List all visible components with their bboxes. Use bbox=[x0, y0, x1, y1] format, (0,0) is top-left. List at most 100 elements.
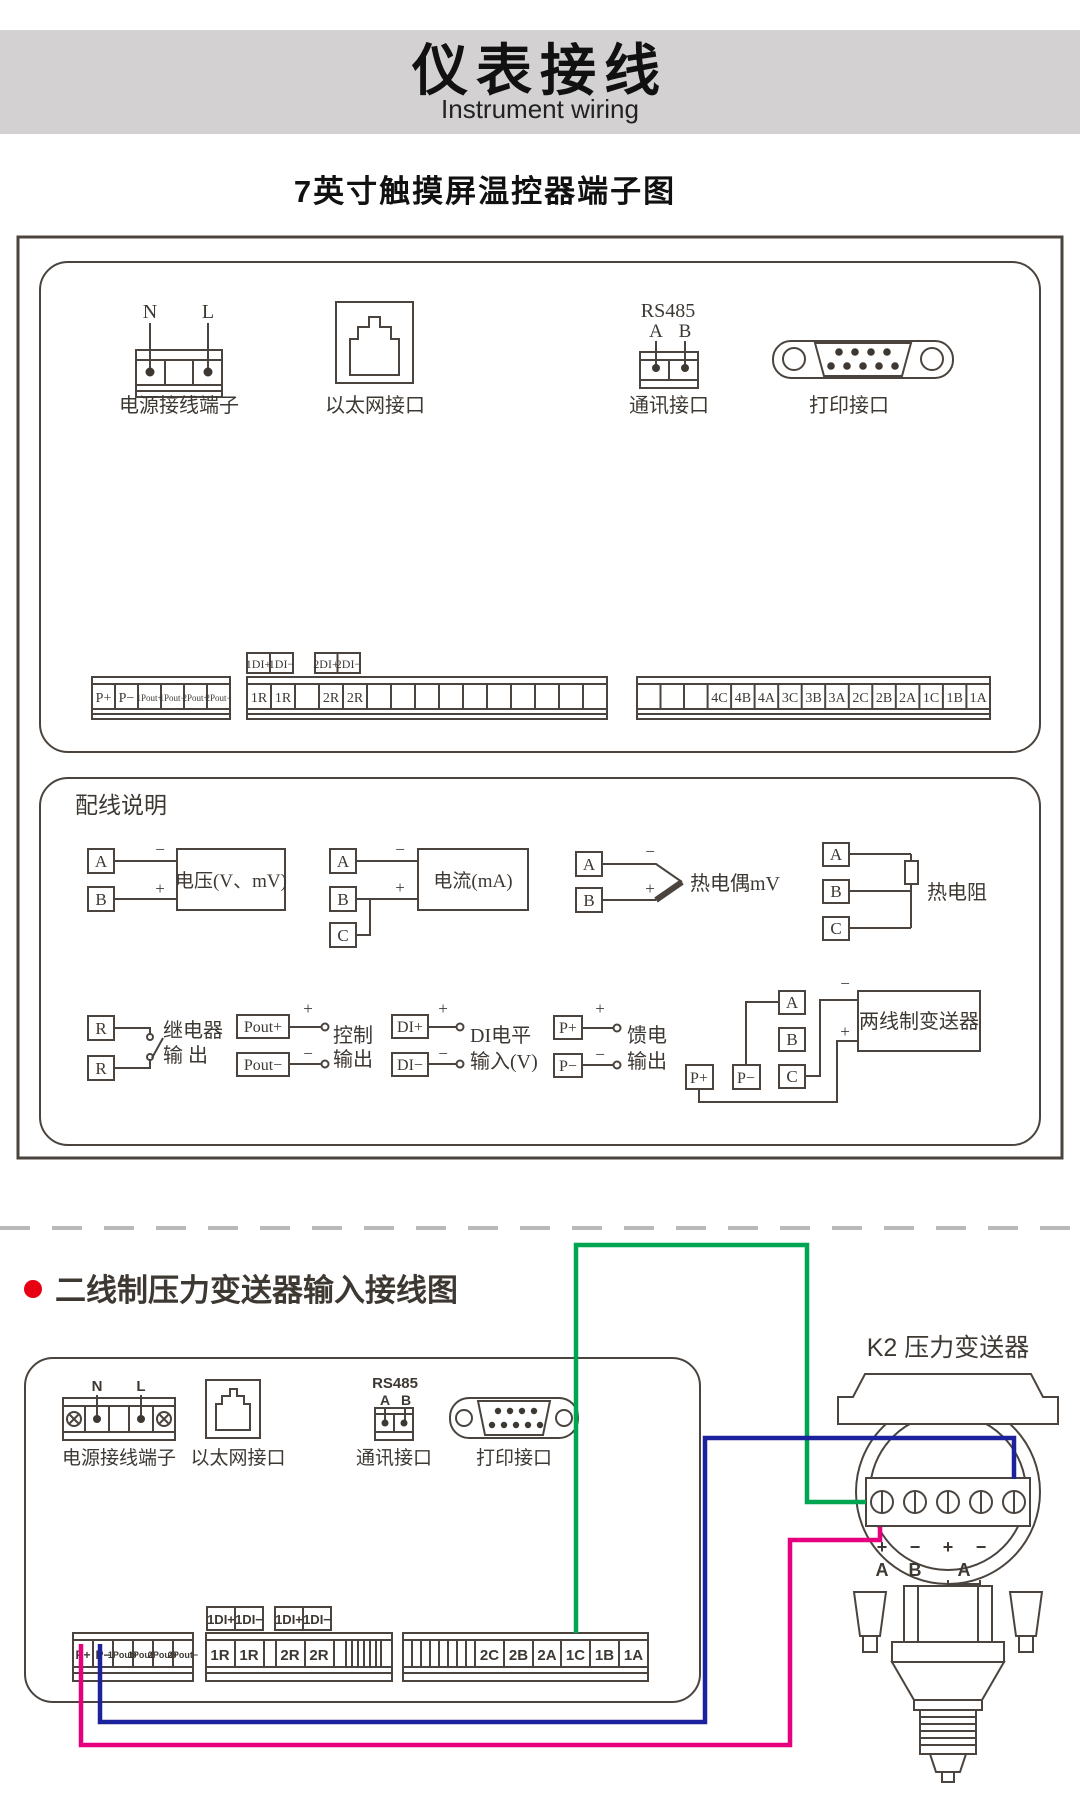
power-pin-l-label: L bbox=[202, 301, 214, 323]
device-label: DI电平 bbox=[470, 1024, 531, 1047]
terminal-box-label: C bbox=[830, 919, 841, 938]
rs485-comm-icon: RS485 A B 通讯接口 bbox=[629, 300, 709, 417]
section2-heading: 二线制压力变送器输入接线图 bbox=[24, 1273, 458, 1308]
transmitter-pin-name: B bbox=[909, 1560, 922, 1580]
terminal-label: 4B bbox=[735, 691, 751, 706]
device-label: 输 出 bbox=[163, 1044, 208, 1067]
di-label: 1DI− bbox=[235, 1612, 263, 1627]
sign: − bbox=[438, 1044, 448, 1063]
terminal-label: 2R bbox=[280, 1647, 299, 1664]
terminal-strip-inputs-top: 4C 4B 4A 3C 3B 3A 2C 2B 2A 1C 1B 1A bbox=[636, 676, 991, 720]
terminal-box-label: P+ bbox=[559, 1020, 577, 1037]
device-label: 热电偶mV bbox=[690, 872, 781, 895]
terminal-box-label: R bbox=[95, 1019, 107, 1038]
terminal-label: P− bbox=[119, 691, 135, 706]
wiring-di-group: DI+ DI− + − DI电平 输入(V) bbox=[391, 999, 538, 1077]
power-caption: 电源接线端子 bbox=[62, 1447, 176, 1469]
terminal-box-label: A bbox=[830, 845, 843, 864]
banner-subtitle: Instrument wiring bbox=[441, 94, 639, 124]
terminal-strip-inputs-bottom: 2C 2B 2A 1C 1B 1A bbox=[402, 1632, 649, 1682]
di-label-boxes-top: 1DI+ 1DI− 2DI+ 2DI− bbox=[246, 652, 361, 674]
wiring-voltage-group: A B − + 电压(V、mV) bbox=[87, 840, 287, 912]
wiring-control-group: Pout+ Pout− + − 控制 输出 bbox=[236, 999, 373, 1077]
section2-title: 二线制压力变送器输入接线图 bbox=[55, 1273, 458, 1308]
page-banner: 仪表接线 Instrument wiring bbox=[0, 30, 1080, 134]
transmitter-title: K2 压力变送器 bbox=[867, 1334, 1030, 1362]
terminal-strip-relay-top: 1R 1R 2R 2R bbox=[246, 676, 608, 720]
terminal-label: 1C bbox=[923, 691, 939, 706]
terminal-box-label: Pout− bbox=[244, 1057, 282, 1074]
sign: − bbox=[303, 1044, 313, 1063]
terminal-label: 1C bbox=[566, 1647, 585, 1664]
device-label: 继电器 bbox=[163, 1019, 223, 1042]
transmitter-pin-name: A bbox=[958, 1560, 971, 1580]
terminal-box-label: B bbox=[786, 1030, 797, 1049]
ethernet-icon-bottom: 以太网接口 bbox=[190, 1379, 286, 1469]
terminal-strip-relay-bottom: 1R 1R 2R 2R bbox=[205, 1632, 393, 1682]
printer-caption: 打印接口 bbox=[476, 1447, 552, 1469]
sign: + bbox=[303, 999, 313, 1018]
terminal-label: 1Pout− bbox=[159, 693, 185, 703]
rs485-pin-a-label: A bbox=[649, 321, 663, 342]
device-label: 电压(V、mV) bbox=[175, 870, 287, 892]
wire-blue bbox=[97, 1435, 1017, 1725]
terminal-box-label: B bbox=[830, 882, 841, 901]
terminal-label: 2Pout+ bbox=[182, 693, 208, 703]
printer-port-icon-bottom: 打印接口 bbox=[449, 1397, 579, 1469]
wiring-feed-group: P+ P− + − 馈电 输出 bbox=[553, 999, 667, 1078]
device-label: 电流(mA) bbox=[433, 870, 512, 892]
power-pin-n-label: N bbox=[92, 1378, 103, 1395]
power-pin-l-label: L bbox=[136, 1378, 145, 1395]
sign: − bbox=[395, 840, 405, 859]
di-label: 1DI+ bbox=[246, 657, 272, 671]
terminal-box-label: B bbox=[583, 891, 594, 910]
ethernet-icon: 以太网接口 bbox=[325, 301, 425, 417]
terminal-box-label: C bbox=[786, 1067, 797, 1086]
device-label: 热电阻 bbox=[927, 881, 987, 904]
terminal-box-label: P− bbox=[559, 1058, 577, 1075]
terminal-label: P+ bbox=[96, 691, 112, 706]
terminal-label: 1R bbox=[251, 691, 268, 706]
terminal-box-label: C bbox=[337, 926, 348, 945]
wiring-thermocouple-group: A B − + 热电偶mV bbox=[575, 842, 781, 913]
device-label: 输出 bbox=[627, 1050, 667, 1073]
comm-caption: 通讯接口 bbox=[629, 394, 709, 417]
terminal-label: 2A bbox=[537, 1647, 556, 1664]
wires bbox=[78, 1242, 1017, 1748]
terminal-label: 1Pout+ bbox=[108, 1650, 138, 1660]
terminal-label: 3B bbox=[805, 691, 821, 706]
transmitter-pin-name: A bbox=[876, 1560, 889, 1580]
power-caption: 电源接线端子 bbox=[119, 394, 239, 417]
ethernet-caption: 以太网接口 bbox=[325, 394, 425, 417]
terminal-box-label: B bbox=[95, 890, 106, 909]
di-label-boxes-bottom: 1DI+ 1DI− 1DI+ 1DI− bbox=[206, 1606, 332, 1631]
terminal-box-label: A bbox=[786, 993, 799, 1012]
terminal-box-label: P+ bbox=[690, 1070, 708, 1087]
terminal-box-label: DI− bbox=[397, 1057, 423, 1074]
terminal-label: 4A bbox=[758, 691, 776, 706]
terminal-label: 4C bbox=[711, 691, 727, 706]
terminal-box-label: A bbox=[95, 852, 108, 871]
transmitter-sign: + bbox=[943, 1537, 954, 1557]
pressure-transmitter-drawing: + − + − A B A bbox=[837, 1373, 1059, 1783]
terminal-label: 1R bbox=[210, 1647, 229, 1664]
wire-pink bbox=[78, 1527, 883, 1748]
section1-outer-box bbox=[16, 235, 1064, 1160]
device-label: 两线制变送器 bbox=[859, 1010, 979, 1033]
sign: − bbox=[155, 840, 165, 859]
terminal-label: 1Pout− bbox=[128, 1650, 158, 1660]
wiring-heading: 配线说明 bbox=[75, 793, 167, 818]
terminal-label: 1B bbox=[947, 691, 963, 706]
terminal-box-label: Pout+ bbox=[244, 1019, 282, 1036]
terminal-label: 2B bbox=[876, 691, 892, 706]
terminal-label: 2C bbox=[480, 1647, 499, 1664]
rs485-pin-b-label: B bbox=[679, 321, 692, 342]
sign: − bbox=[595, 1045, 605, 1064]
rs485-label: RS485 bbox=[641, 300, 695, 322]
wiring-2wire-transmitter-group: P+ P− A B C 两线制变送器 − + bbox=[685, 974, 981, 1103]
terminal-label: 2C bbox=[852, 691, 868, 706]
di-label: 1DI− bbox=[303, 1612, 331, 1627]
rs485-pin-b-label: B bbox=[401, 1392, 411, 1408]
